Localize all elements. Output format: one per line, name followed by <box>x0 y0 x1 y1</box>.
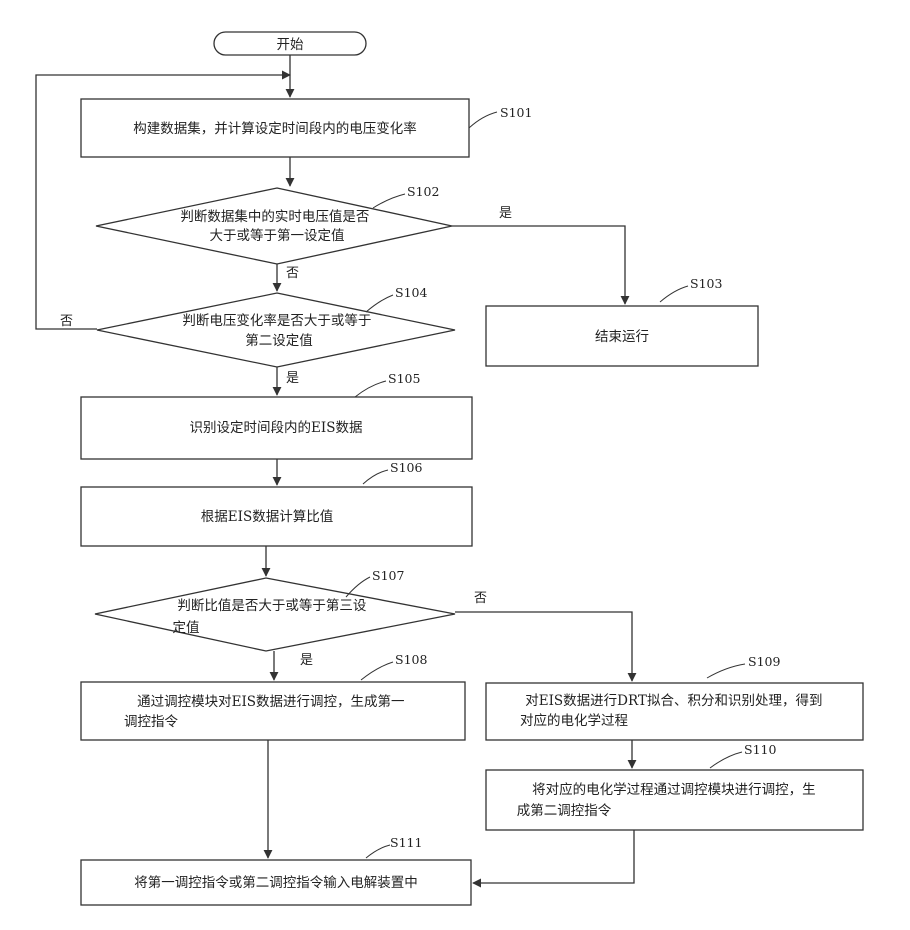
decision-s107: 判断比值是否大于或等于第三设 定值 <box>95 578 455 651</box>
step-s102-id: S102 <box>407 184 439 199</box>
edge-s102-yes-s103 <box>452 226 625 304</box>
step-s103-id: S103 <box>690 276 722 291</box>
step-s106-leader <box>363 470 388 484</box>
step-s108-leader <box>361 662 393 680</box>
step-s108-id: S108 <box>395 652 427 667</box>
step-s107-id: S107 <box>372 568 404 583</box>
connectors <box>36 55 634 883</box>
edge-s110-s111 <box>473 830 634 883</box>
decision-s104: 判断电压变化率是否大于或等于 第二设定值 <box>97 293 455 367</box>
step-s106-id: S106 <box>390 460 422 475</box>
step-s111-leader <box>366 845 390 858</box>
step-s106-text: 根据EIS数据计算比值 <box>201 509 333 525</box>
edge-label-s107-no: 否 <box>474 591 487 606</box>
edge-label-s107-yes: 是 <box>300 653 313 668</box>
step-s109-leader <box>707 664 745 678</box>
step-s105-text: 识别设定时间段内的EIS数据 <box>190 420 363 436</box>
step-s101-leader <box>469 112 497 128</box>
start-label: 开始 <box>277 37 304 53</box>
step-s108-box: 通过调控模块对EIS数据进行调控，生成第一 调控指令 <box>81 682 465 740</box>
start-node: 开始 <box>214 32 366 55</box>
step-s105-leader <box>355 381 386 397</box>
step-s109-box: 对EIS数据进行DRT拟合、积分和识别处理，得到 对应的电化学过程 <box>486 683 863 740</box>
step-s101-text: 构建数据集，并计算设定时间段内的电压变化率 <box>133 120 417 137</box>
step-s101-box: 构建数据集，并计算设定时间段内的电压变化率 <box>81 99 469 157</box>
step-s110-leader <box>710 752 742 768</box>
step-s103-text: 结束运行 <box>595 329 649 345</box>
step-s101-id: S101 <box>500 105 532 120</box>
step-s106-box: 根据EIS数据计算比值 <box>81 487 472 546</box>
step-s102-leader <box>373 194 405 208</box>
step-s105-box: 识别设定时间段内的EIS数据 <box>81 397 472 459</box>
step-s111-id: S111 <box>390 835 422 850</box>
step-s109-id: S109 <box>748 654 780 669</box>
step-s110-box: 将对应的电化学过程通过调控模块进行调控，生 成第二调控指令 <box>486 770 863 830</box>
edge-s107-no-s109 <box>455 612 632 681</box>
step-s110-id: S110 <box>744 742 776 757</box>
step-s111-box: 将第一调控指令或第二调控指令输入电解装置中 <box>81 860 471 905</box>
step-s103-leader <box>660 286 688 302</box>
edge-label-s104-no: 否 <box>60 314 73 329</box>
step-s111-text: 将第一调控指令或第二调控指令输入电解装置中 <box>134 874 418 891</box>
step-s104-id: S104 <box>395 285 427 300</box>
step-s105-id: S105 <box>388 371 420 386</box>
edge-label-s102-no: 否 <box>286 266 299 281</box>
edge-label-s102-yes: 是 <box>499 206 512 221</box>
step-s104-leader <box>366 295 393 312</box>
decision-s102: 判断数据集中的实时电压值是否 大于或等于第一设定值 <box>96 188 452 264</box>
edge-label-s104-yes: 是 <box>286 371 299 386</box>
step-s103-box: 结束运行 <box>486 306 758 366</box>
